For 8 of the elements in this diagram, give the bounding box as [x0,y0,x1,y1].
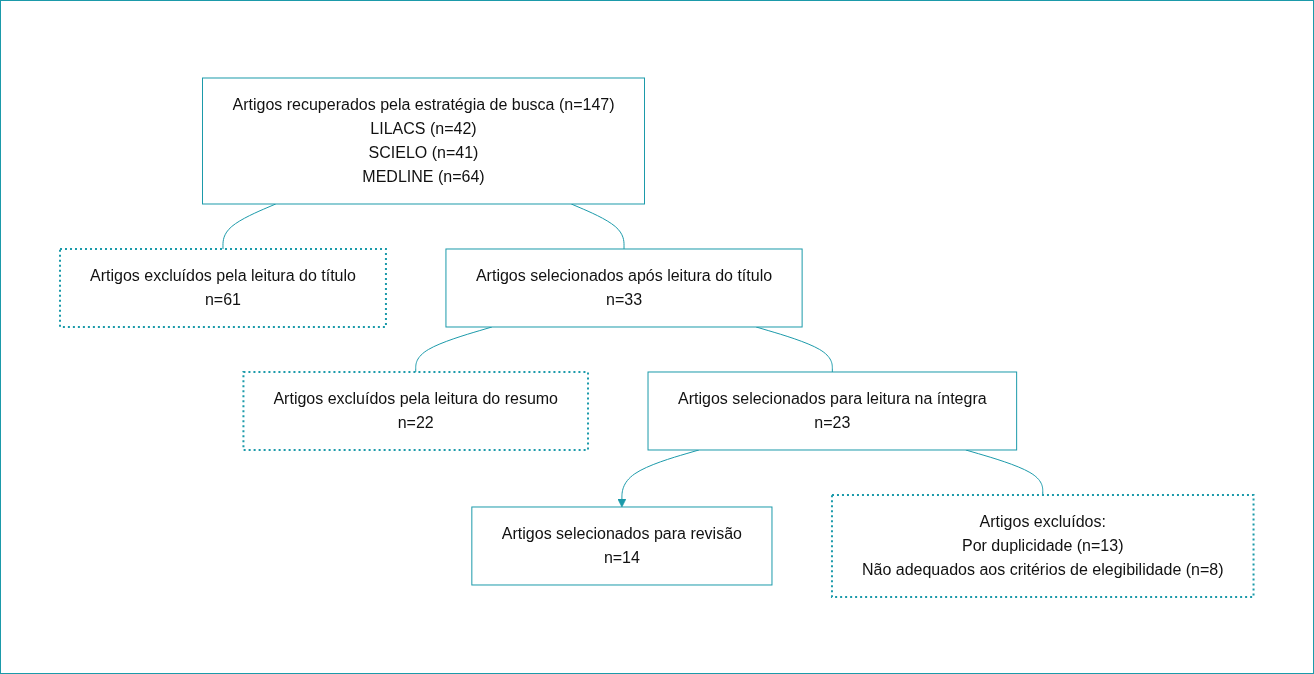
node-box: Artigos excluídos pela leitura do resumo n=22 [242,370,590,451]
node-box: Artigos selecionados para leitura na íntegra n=23 [647,371,1018,450]
node-box: Artigos excluídos: Por duplicidade (n=13) Não adequados aos critérios de elegibilidade (n=8) [831,493,1255,598]
node-box: Artigos recuperados pela estratégia de busca (n=147) LILACS (n=42) SCIELO (n=41) MEDLINE (n=64) [202,77,646,204]
node-box: Artigos selecionados após leitura do título n=33 [445,248,803,327]
node-box: Artigos selecionados para revisão n=14 [471,506,773,585]
connector [571,203,625,249]
connector [222,203,277,249]
